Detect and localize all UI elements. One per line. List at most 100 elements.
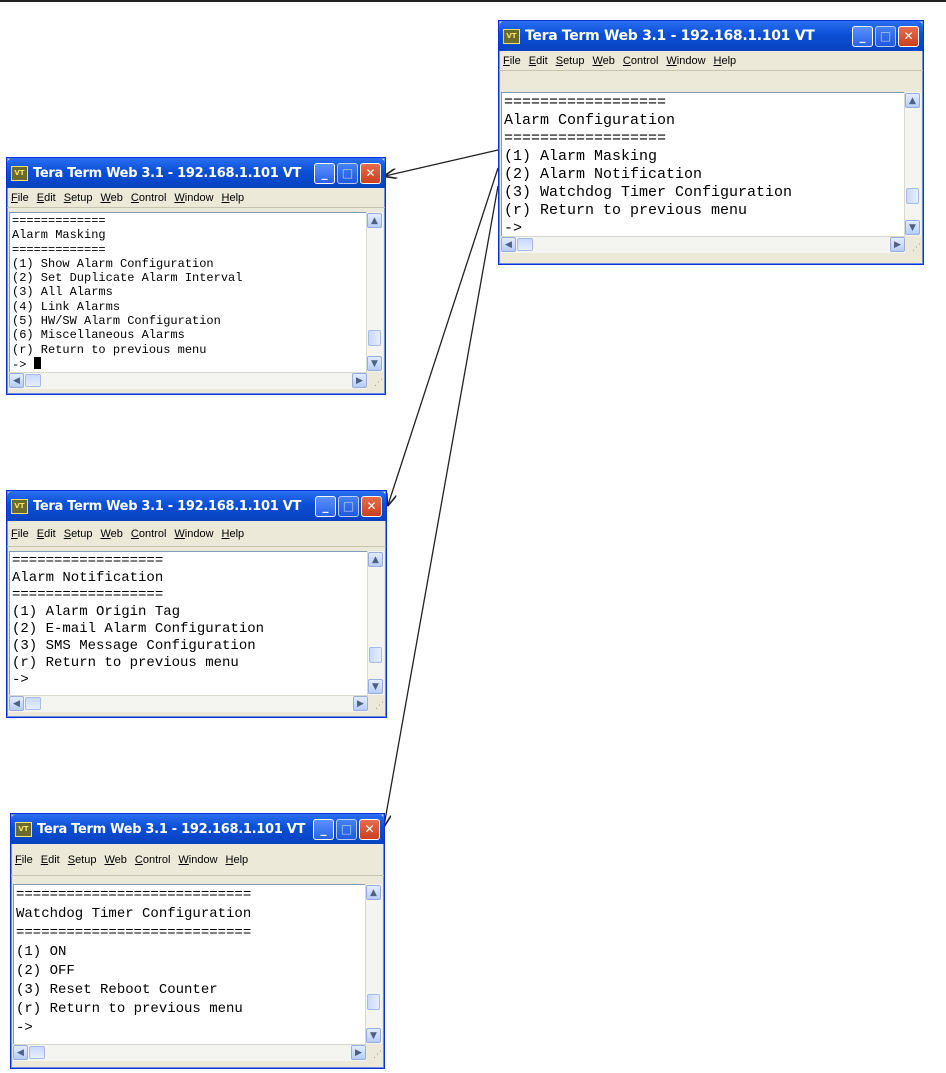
- scroll-up-icon[interactable]: ▲: [368, 552, 383, 567]
- menu-web[interactable]: Web: [100, 191, 123, 204]
- maximize-button[interactable]: □: [338, 495, 359, 517]
- resize-grip-icon[interactable]: ⋰: [912, 243, 921, 253]
- terminal-screen[interactable]: ================== Alarm Configuration =…: [501, 92, 905, 238]
- scroll-thumb[interactable]: [368, 330, 381, 346]
- menu-edit[interactable]: Edit: [36, 191, 56, 204]
- terminal-heading: Alarm Masking: [12, 228, 106, 243]
- menu-control[interactable]: Control: [134, 853, 171, 866]
- menu-window[interactable]: Window: [666, 54, 706, 67]
- close-button[interactable]: ✕: [359, 818, 380, 840]
- scroll-thumb[interactable]: [369, 647, 382, 663]
- resize-grip-icon[interactable]: ⋰: [373, 1050, 382, 1060]
- menu-web[interactable]: Web: [100, 527, 123, 540]
- terminal-screen[interactable]: ================== Alarm Notification ==…: [9, 551, 368, 697]
- terminal-prompt: ->: [12, 357, 34, 372]
- scroll-thumb[interactable]: [25, 697, 41, 710]
- title-bar[interactable]: VT Tera Term Web 3.1 - 192.168.1.101 VT …: [7, 491, 386, 521]
- scroll-left-icon[interactable]: ◀: [501, 237, 516, 252]
- top-rule: [0, 0, 946, 2]
- menu-file[interactable]: File: [11, 527, 29, 540]
- vertical-scrollbar[interactable]: ▲ ▼: [365, 884, 382, 1044]
- terminal-line: ==================: [504, 130, 667, 147]
- scroll-left-icon[interactable]: ◀: [9, 373, 24, 388]
- maximize-button[interactable]: □: [875, 25, 896, 47]
- menu-option-alarm-notification: (2) Alarm Notification: [504, 166, 703, 183]
- terminal-line: ============================: [16, 887, 252, 903]
- horizontal-scrollbar[interactable]: ◀ ▶: [9, 695, 368, 712]
- menu-help[interactable]: Help: [221, 527, 245, 540]
- minimize-button[interactable]: _: [313, 818, 334, 840]
- menu-setup[interactable]: Setup: [63, 527, 93, 540]
- menu-help[interactable]: Help: [713, 54, 737, 67]
- menu-file[interactable]: File: [11, 191, 29, 204]
- resize-grip-icon[interactable]: ⋰: [375, 701, 384, 711]
- menu-web[interactable]: Web: [104, 853, 127, 866]
- maximize-button[interactable]: □: [336, 818, 357, 840]
- scroll-down-icon[interactable]: ▼: [368, 679, 383, 694]
- menu-option-watchdog-timer: (3) Watchdog Timer Configuration: [504, 184, 793, 201]
- menu-help[interactable]: Help: [225, 853, 249, 866]
- scroll-thumb[interactable]: [517, 238, 533, 251]
- scroll-right-icon[interactable]: ▶: [890, 237, 905, 252]
- vertical-scrollbar[interactable]: ▲ ▼: [366, 212, 383, 372]
- minimize-button[interactable]: _: [315, 495, 336, 517]
- menu-help[interactable]: Help: [221, 191, 245, 204]
- window-watchdog-timer[interactable]: VT Tera Term Web 3.1 - 192.168.1.101 VT …: [10, 813, 385, 1069]
- close-button[interactable]: ✕: [360, 162, 381, 184]
- title-bar[interactable]: VT Tera Term Web 3.1 - 192.168.1.101 VT …: [7, 158, 385, 188]
- close-button[interactable]: ✕: [898, 25, 919, 47]
- menu-control[interactable]: Control: [622, 54, 659, 67]
- title-bar[interactable]: VT Tera Term Web 3.1 - 192.168.1.101 VT …: [11, 814, 384, 844]
- menu-edit[interactable]: Edit: [40, 853, 60, 866]
- vertical-scrollbar[interactable]: ▲ ▼: [367, 551, 384, 695]
- terminal-screen[interactable]: ============================ Watchdog Ti…: [13, 884, 366, 1046]
- horizontal-scrollbar[interactable]: ◀ ▶: [13, 1044, 366, 1061]
- horizontal-scrollbar[interactable]: ◀ ▶: [9, 372, 367, 389]
- minimize-button[interactable]: _: [314, 162, 335, 184]
- menu-edit[interactable]: Edit: [528, 54, 548, 67]
- scroll-right-icon[interactable]: ▶: [352, 373, 367, 388]
- menu-window[interactable]: Window: [174, 527, 214, 540]
- title-bar[interactable]: VT Tera Term Web 3.1 - 192.168.1.101 VT …: [499, 21, 923, 51]
- horizontal-scrollbar[interactable]: ◀ ▶: [501, 236, 905, 253]
- scroll-thumb[interactable]: [367, 994, 380, 1010]
- window-alarm-configuration[interactable]: VT Tera Term Web 3.1 - 192.168.1.101 VT …: [498, 20, 924, 265]
- menu-control[interactable]: Control: [130, 191, 167, 204]
- scroll-left-icon[interactable]: ◀: [13, 1045, 28, 1060]
- scroll-up-icon[interactable]: ▲: [367, 213, 382, 228]
- scroll-thumb[interactable]: [25, 374, 41, 387]
- vertical-scrollbar[interactable]: ▲ ▼: [904, 92, 921, 236]
- window-alarm-notification[interactable]: VT Tera Term Web 3.1 - 192.168.1.101 VT …: [6, 490, 387, 718]
- menu-window[interactable]: Window: [174, 191, 214, 204]
- menu-option-return: (r) Return to previous menu: [504, 202, 748, 219]
- close-button[interactable]: ✕: [361, 495, 382, 517]
- scroll-up-icon[interactable]: ▲: [905, 93, 920, 108]
- menu-setup[interactable]: Setup: [555, 54, 585, 67]
- scroll-right-icon[interactable]: ▶: [353, 696, 368, 711]
- scroll-left-icon[interactable]: ◀: [9, 696, 24, 711]
- scroll-thumb[interactable]: [29, 1046, 45, 1059]
- menu-option-off: (2) OFF: [16, 963, 75, 979]
- scroll-down-icon[interactable]: ▼: [905, 220, 920, 235]
- scroll-thumb[interactable]: [906, 188, 919, 204]
- menu-edit[interactable]: Edit: [36, 527, 56, 540]
- resize-grip-icon[interactable]: ⋰: [374, 378, 383, 388]
- maximize-button[interactable]: □: [337, 162, 358, 184]
- menu-web[interactable]: Web: [592, 54, 615, 67]
- menu-file[interactable]: File: [15, 853, 33, 866]
- menu-option-reset-reboot-counter: (3) Reset Reboot Counter: [16, 982, 218, 998]
- scroll-right-icon[interactable]: ▶: [351, 1045, 366, 1060]
- scroll-up-icon[interactable]: ▲: [366, 885, 381, 900]
- terminal-prompt: ->: [16, 1020, 33, 1036]
- window-alarm-masking[interactable]: VT Tera Term Web 3.1 - 192.168.1.101 VT …: [6, 157, 386, 395]
- menu-setup[interactable]: Setup: [63, 191, 93, 204]
- menu-window[interactable]: Window: [178, 853, 218, 866]
- scroll-down-icon[interactable]: ▼: [366, 1028, 381, 1043]
- menu-control[interactable]: Control: [130, 527, 167, 540]
- minimize-button[interactable]: _: [852, 25, 873, 47]
- menu-file[interactable]: File: [503, 54, 521, 67]
- text-cursor: [33, 356, 41, 369]
- menu-setup[interactable]: Setup: [67, 853, 97, 866]
- terminal-screen[interactable]: ============= Alarm Masking ============…: [9, 212, 367, 374]
- scroll-down-icon[interactable]: ▼: [367, 356, 382, 371]
